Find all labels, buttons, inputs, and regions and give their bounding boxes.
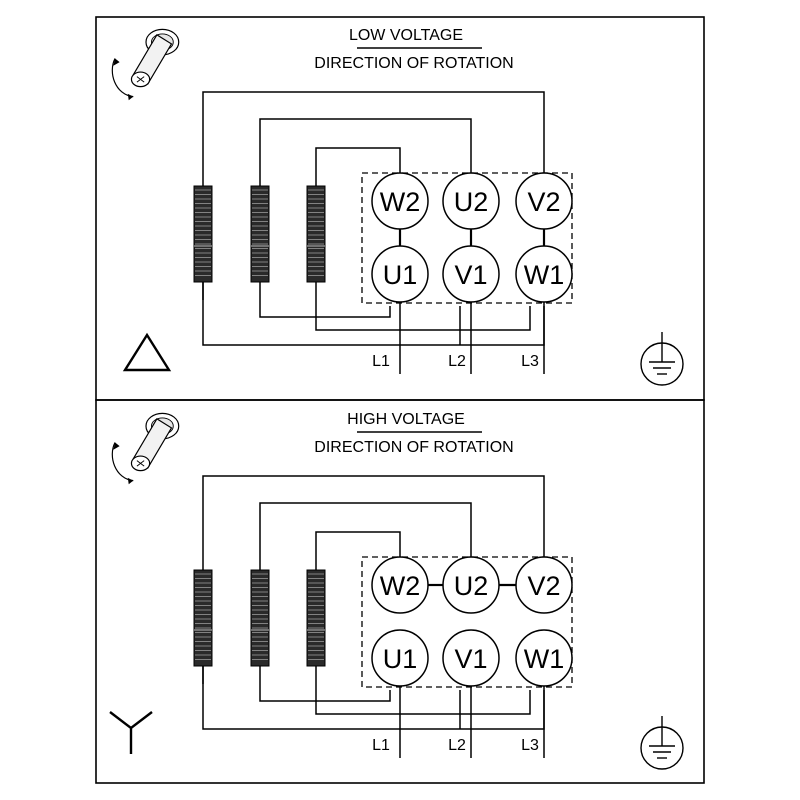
terminal-w1: W1 <box>515 629 573 687</box>
svg-text:U2: U2 <box>454 571 489 601</box>
svg-text:W2: W2 <box>380 571 421 601</box>
svg-text:W1: W1 <box>524 644 565 674</box>
winding-loop-outer-top <box>202 475 545 570</box>
line-label-l3: L3 <box>521 353 539 370</box>
motor-rotation-icon <box>111 28 180 101</box>
terminal-v1: V1 <box>442 245 500 303</box>
winding-coil <box>250 569 270 667</box>
ground-icon <box>640 331 684 386</box>
svg-text:U1: U1 <box>383 260 418 290</box>
winding-coil <box>306 185 326 283</box>
line-label-l2: L2 <box>448 353 466 370</box>
panel-subtitle: DIRECTION OF ROTATION <box>314 439 513 456</box>
winding-loop-inner <box>315 282 531 331</box>
terminal-u2: U2 <box>442 172 500 230</box>
line-label-l3: L3 <box>521 737 539 754</box>
svg-text:U1: U1 <box>383 644 418 674</box>
delta-icon <box>122 332 172 372</box>
panel-low-voltage: LOW VOLTAGE DIRECTION OF ROTATION W2 U2 V2U1… <box>111 27 684 386</box>
winding-loop-outer-top <box>202 91 545 186</box>
winding-loop-inner <box>315 666 531 715</box>
terminal-u1: U1 <box>371 245 429 303</box>
line-label-l2: L2 <box>448 737 466 754</box>
terminal-u1: U1 <box>371 629 429 687</box>
svg-text:V1: V1 <box>454 260 487 290</box>
line-label-l1: L1 <box>372 353 390 370</box>
panel-subtitle: DIRECTION OF ROTATION <box>314 55 513 72</box>
winding-coil <box>193 185 213 283</box>
winding-coil <box>193 569 213 667</box>
terminal-w1: W1 <box>515 245 573 303</box>
terminal-w2: W2 <box>371 556 429 614</box>
star-icon <box>109 711 153 754</box>
winding-loop-middle-top <box>259 118 472 186</box>
svg-text:W1: W1 <box>524 260 565 290</box>
winding-loop-inner-top <box>315 147 401 186</box>
svg-text:V1: V1 <box>454 644 487 674</box>
motor-rotation-icon <box>111 412 180 485</box>
ground-icon <box>640 715 684 770</box>
line-label-l1: L1 <box>372 737 390 754</box>
svg-text:V2: V2 <box>527 571 560 601</box>
winding-loop-inner-top <box>315 531 401 570</box>
winding-loop-middle-top <box>259 502 472 570</box>
svg-text:V2: V2 <box>527 187 560 217</box>
winding-loop-middle <box>259 282 391 318</box>
terminal-v1: V1 <box>442 629 500 687</box>
terminal-w2: W2 <box>371 172 429 230</box>
panel-title: LOW VOLTAGE <box>349 27 463 44</box>
terminal-v2: V2 <box>515 172 573 230</box>
panel-frame-high-voltage <box>95 399 705 784</box>
winding-coil <box>250 185 270 283</box>
terminal-u2: U2 <box>442 556 500 614</box>
svg-text:U2: U2 <box>454 187 489 217</box>
winding-coil <box>306 569 326 667</box>
terminal-v2: V2 <box>515 556 573 614</box>
panel-high-voltage: HIGH VOLTAGE DIRECTION OF ROTATION W2 U2 V2U… <box>109 411 684 770</box>
svg-text:W2: W2 <box>380 187 421 217</box>
panel-title: HIGH VOLTAGE <box>347 411 465 428</box>
winding-loop-middle <box>259 666 391 702</box>
